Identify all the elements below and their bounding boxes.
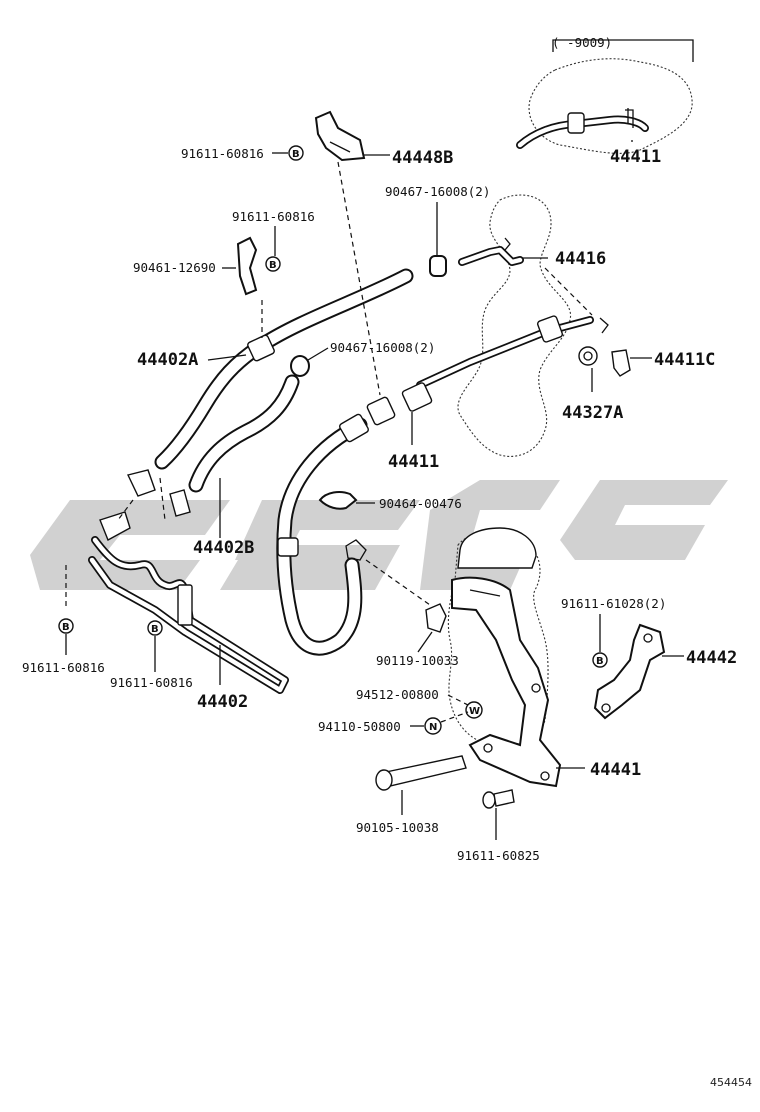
leader-90119: [417, 631, 433, 653]
dash-hose-to-union: [365, 559, 431, 606]
svg-text:B: B: [62, 622, 70, 633]
bolt-symbol-mid: B: [147, 620, 163, 636]
label-44411c: 44411C: [654, 350, 715, 370]
bracket-44448b[interactable]: [314, 110, 366, 162]
label-44327a: 44327A: [562, 403, 623, 423]
engine-outline: [447, 58, 693, 747]
label-90467-16008-b: 90467-16008(2): [330, 340, 435, 355]
bolt-symbol-61028: B: [592, 652, 608, 668]
label-90467-16008-a: 90467-16008(2): [385, 184, 490, 199]
label-90461-12690: 90461-12690: [133, 260, 216, 275]
label-44402b: 44402B: [193, 538, 254, 558]
label-91611-60816-left: 91611-60816: [22, 660, 105, 675]
range-note: ( -9009): [552, 35, 612, 50]
label-91611-60816-top: 91611-60816: [181, 146, 264, 161]
label-90105-10038: 90105-10038: [356, 820, 439, 835]
cooler-tube-44402[interactable]: [88, 469, 289, 694]
dash-44448b-to-hose: [337, 161, 381, 396]
union-bolt-90119[interactable]: [425, 603, 447, 633]
svg-text:W: W: [469, 706, 480, 717]
label-91611-60816-mid: 91611-60816: [110, 675, 193, 690]
leader-44402a: [207, 354, 247, 361]
label-91611-60825: 91611-60825: [457, 848, 540, 863]
label-44402: 44402: [197, 692, 248, 712]
svg-text:B: B: [596, 656, 604, 667]
label-44411-mid: 44411: [388, 452, 439, 472]
label-44411-top: 44411: [610, 147, 661, 167]
dash-cooler-b: [159, 477, 166, 521]
pipe-44416[interactable]: [458, 237, 524, 266]
svg-text:B: B: [151, 624, 159, 635]
clamp-90464-00476[interactable]: [318, 491, 358, 510]
figure-id: 454454: [710, 1076, 752, 1089]
clamp-90467-a[interactable]: [429, 255, 447, 277]
label-94110-50800: 94110-50800: [318, 719, 401, 734]
dash-cooler-a: [117, 499, 134, 521]
label-44416: 44416: [555, 249, 606, 269]
svg-text:N: N: [429, 722, 437, 733]
bracket-44442[interactable]: [593, 623, 666, 720]
pipe-44411-top[interactable]: [516, 108, 649, 149]
label-90119-10033: 90119-10033: [376, 653, 459, 668]
reservoir: [457, 527, 537, 569]
hose-44402b[interactable]: [188, 374, 300, 493]
label-91611-60816-b: 91611-60816: [232, 209, 315, 224]
clip-90461-12690[interactable]: [236, 236, 258, 296]
bolt-91611-60825[interactable]: [482, 789, 515, 809]
hose-44402a[interactable]: [154, 268, 414, 470]
bolt-90105-10038[interactable]: [375, 755, 467, 791]
label-94512-00800: 94512-00800: [356, 687, 439, 702]
bolt-symbol-b: B: [265, 256, 281, 272]
bolt-44411c[interactable]: [611, 349, 631, 377]
svg-text:B: B: [269, 260, 277, 271]
hose-44411-main[interactable]: [276, 315, 609, 656]
washer-44327a[interactable]: [578, 346, 598, 366]
leader-90467-b: [307, 347, 329, 361]
clamp-90467-b[interactable]: [290, 355, 310, 377]
dash-94110: [440, 711, 469, 723]
label-44442: 44442: [686, 648, 737, 668]
nut-symbol: N: [424, 717, 442, 735]
label-90464-00476: 90464-00476: [379, 496, 462, 511]
bracket-44441[interactable]: [451, 576, 562, 788]
dash-94512: [447, 694, 471, 707]
bolt-symbol-left: B: [58, 618, 74, 634]
label-44448b: 44448B: [392, 148, 453, 168]
dash-44416-to-fitting: [544, 267, 593, 316]
watermark-graphic: [30, 480, 728, 590]
range-bracket: [552, 39, 694, 62]
label-91611-61028: 91611-61028(2): [561, 596, 666, 611]
svg-text:B: B: [292, 149, 300, 160]
washer-symbol: W: [465, 701, 483, 719]
label-44441: 44441: [590, 760, 641, 780]
bolt-symbol-top: B: [288, 145, 304, 161]
label-44402a: 44402A: [137, 350, 198, 370]
